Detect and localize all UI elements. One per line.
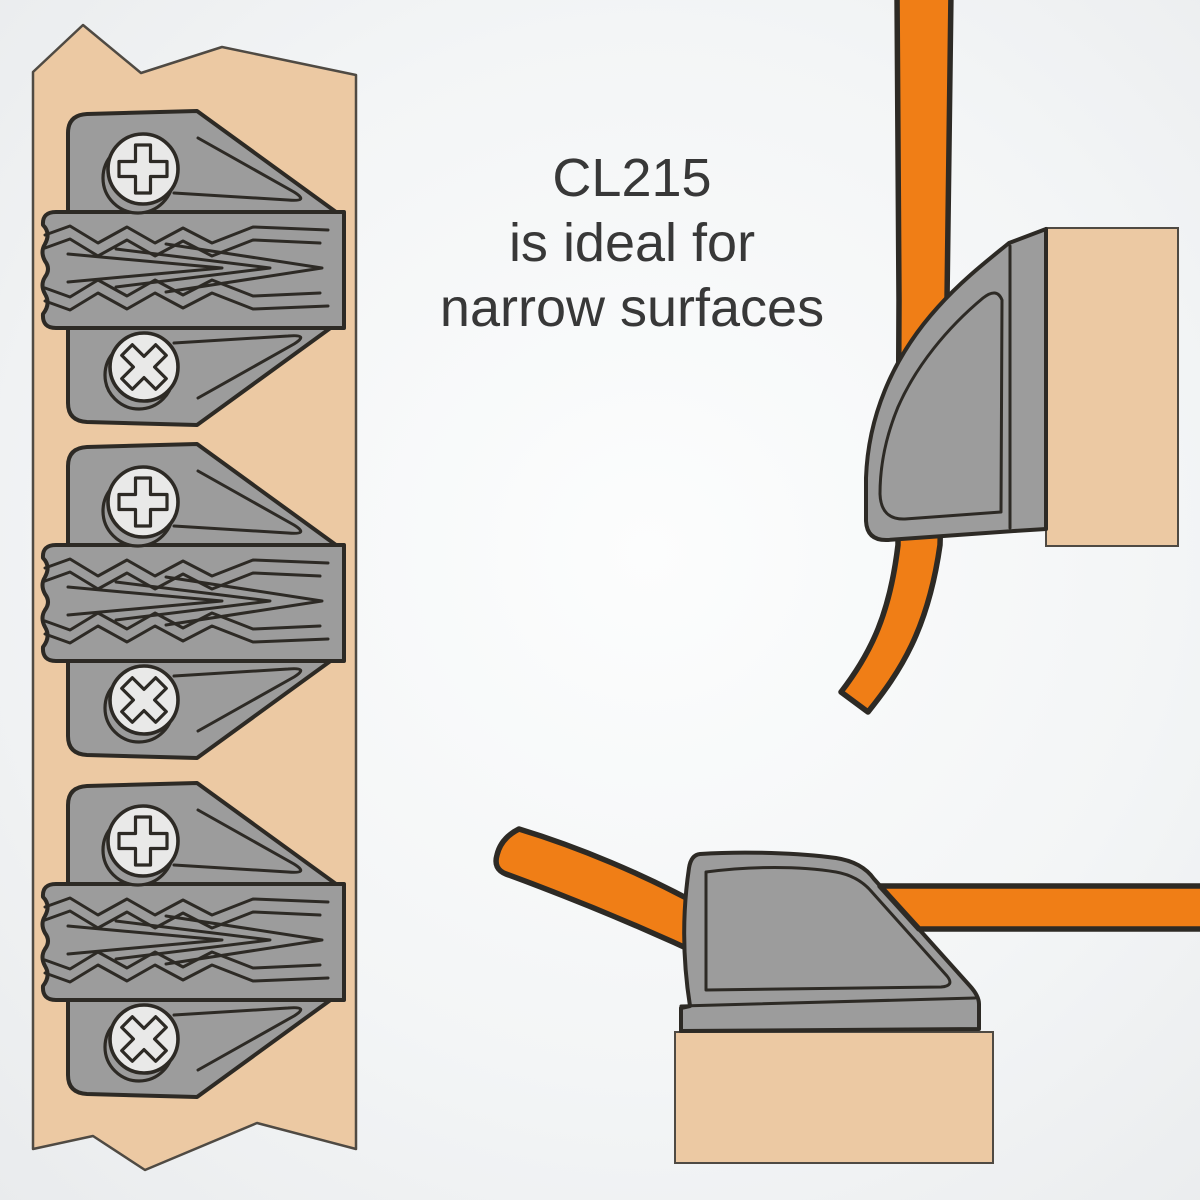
caption-line-2: is ideal for xyxy=(508,213,756,273)
horizontal-cable-left xyxy=(493,826,715,963)
caption-line-3: narrow surfaces xyxy=(439,278,825,338)
figure-top-right-view xyxy=(838,0,1179,715)
wood-block-bottom xyxy=(674,1031,994,1164)
inner-contour-bottom xyxy=(704,866,952,992)
caption: CL215 is ideal for narrow surfaces xyxy=(382,146,882,341)
figure-front-view xyxy=(31,23,358,1172)
figure-bottom-view xyxy=(493,826,1200,1164)
caption-line-1: CL215 xyxy=(552,148,712,208)
wood-block-top-right xyxy=(1045,227,1179,547)
horizontal-cable-right xyxy=(877,883,1200,932)
panel-seam-line-horizontal xyxy=(679,996,977,1008)
clamp-side-top-right xyxy=(864,227,1048,543)
inner-contour-top-right xyxy=(878,291,1004,521)
